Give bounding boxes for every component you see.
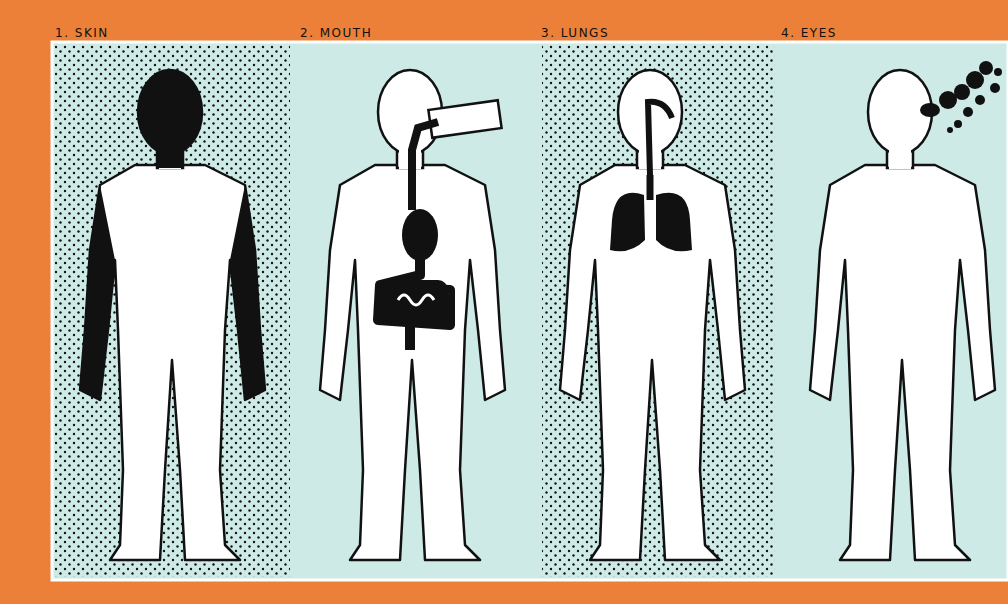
dotted-panel [542,45,775,577]
mouth-figure [320,70,505,560]
panel-label: 4. EYES [781,26,837,40]
panel-label: 1. SKIN [55,26,109,40]
panel-label: 3. LUNGS [541,26,609,40]
lungs-figure [560,70,745,560]
dotted-panel [55,45,290,577]
eyes-figure [810,61,1002,560]
panel-ground [52,42,1008,580]
panel-label: 2. MOUTH [300,26,372,40]
skin-figure [80,70,265,560]
